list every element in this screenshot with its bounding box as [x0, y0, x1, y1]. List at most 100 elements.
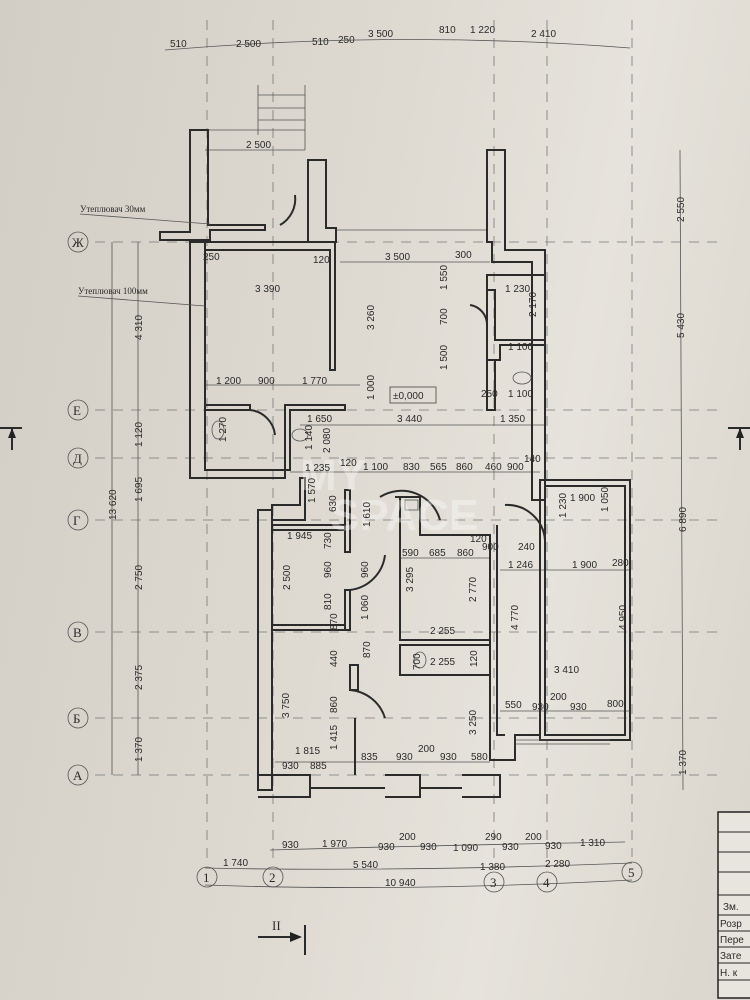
dim-label: 1 230 [505, 284, 530, 295]
dim-label: 6 890 [678, 507, 689, 532]
axis-label: Д [73, 451, 82, 466]
dim-label: 1 100 [508, 342, 533, 353]
dim-label: 440 [329, 650, 340, 667]
dim-label: 250 [203, 252, 220, 263]
title-block-cell: Н. к [720, 968, 738, 979]
dim-label: 1 100 [363, 462, 388, 473]
dim-label: 200 [550, 692, 567, 703]
dim-label: 3 440 [397, 414, 422, 425]
dim-label: 835 [361, 752, 378, 763]
dim-label: 2 500 [282, 565, 293, 590]
dim-label: 565 [430, 462, 447, 473]
watermark-text: SPACE [330, 491, 478, 540]
axis-label: 2 [269, 870, 276, 885]
dim-label: 120 [313, 255, 330, 266]
dim-label: 3 750 [281, 693, 292, 718]
dim-label: 5 540 [353, 860, 378, 871]
dim-label: 140 [524, 454, 541, 465]
dim-label: 1 550 [439, 265, 450, 290]
dim-label: 930 [420, 842, 437, 853]
annotations: Утеплювач 30мм Утеплювач 100мм ±0,000 [77, 204, 437, 404]
dim-label: 3 500 [385, 252, 410, 263]
axis-label: А [73, 768, 83, 783]
dim-label: 1 900 [572, 560, 597, 571]
dim-label: 1 100 [508, 389, 533, 400]
dim-label: 550 [505, 700, 522, 711]
dim-label: 200 [525, 832, 542, 843]
dim-label: 1 415 [329, 725, 340, 750]
dim-label: 2 255 [430, 626, 455, 637]
axis-col-2: 2 [262, 866, 284, 888]
axis-label: 3 [490, 875, 497, 890]
dim-label: 930 [396, 752, 413, 763]
dim-label: 1 945 [287, 531, 312, 542]
sink-icon [291, 428, 309, 442]
dim-label: 580 [471, 752, 488, 763]
dim-label: 200 [399, 832, 416, 843]
dim-label: 3 500 [368, 29, 393, 40]
axis-row-g: Г [67, 509, 89, 531]
axis-col-5: 5 [621, 861, 643, 883]
dim-label: 860 [456, 462, 473, 473]
title-block-cell: Розр [720, 919, 742, 930]
dim-label: 1 000 [366, 375, 377, 400]
dim-label: 730 [323, 532, 334, 549]
axis-label: 4 [543, 875, 550, 890]
dim-label: 830 [403, 462, 420, 473]
axis-col-1: 1 [196, 866, 218, 888]
dim-label: 2 500 [246, 140, 271, 151]
insulation-100-note: Утеплювач 100мм [78, 286, 148, 296]
dim-label: 1 140 [304, 425, 315, 450]
axis-markers: Ж Е Д Г В Б А 1 2 3 4 5 [67, 231, 643, 893]
dimension-lines [111, 39, 684, 888]
dim-label: 280 [612, 558, 629, 569]
dim-label: 900 [482, 542, 499, 553]
dim-label: 2 550 [676, 197, 687, 222]
axis-label: Е [73, 403, 81, 418]
dim-label: 1 740 [223, 858, 248, 869]
dim-label: 860 [329, 696, 340, 713]
axis-label: В [73, 625, 82, 640]
dim-label: 4 770 [510, 605, 521, 630]
axis-label: Б [73, 711, 80, 726]
axis-row-d: Д [67, 447, 89, 469]
dim-label: 2 500 [236, 39, 261, 50]
dim-label: 3 410 [554, 665, 579, 676]
dim-label: 900 [258, 376, 275, 387]
dim-label: 3 390 [255, 284, 280, 295]
dim-label: 630 [328, 495, 339, 512]
dim-label: 1 270 [218, 417, 229, 442]
dim-label: 960 [360, 561, 371, 578]
dim-label: 700 [439, 308, 450, 325]
dim-label: 200 [418, 744, 435, 755]
dim-label: 930 [545, 841, 562, 852]
dim-label: 885 [310, 761, 327, 772]
dim-label: 1 570 [307, 478, 318, 503]
dim-label: 3 295 [405, 567, 416, 592]
dim-label: 1 770 [302, 376, 327, 387]
dim-label: 930 [440, 752, 457, 763]
dim-label: 290 [485, 832, 502, 843]
dim-label: 810 [323, 593, 334, 610]
dim-label: 1 695 [134, 477, 145, 502]
dim-label: 1 246 [508, 560, 533, 571]
dim-label: 1 090 [453, 843, 478, 854]
walls [159, 85, 631, 798]
dim-label: 870 [329, 613, 340, 630]
stove-icon [404, 499, 419, 511]
dim-label: 1 380 [480, 862, 505, 873]
dim-label: 685 [429, 548, 446, 559]
section-label: II [272, 918, 281, 933]
dim-label: 1 610 [362, 502, 373, 527]
dim-label: 1 900 [570, 493, 595, 504]
axis-label: 1 [203, 870, 210, 885]
dim-label: 2 080 [322, 428, 333, 453]
axis-row-a: А [67, 764, 89, 786]
dim-label: 300 [455, 250, 472, 261]
dim-label: 700 [412, 653, 423, 670]
watermark-text: MY [300, 451, 366, 500]
dim-label: 590 [402, 548, 419, 559]
dim-label: 1 370 [134, 737, 145, 762]
dim-label: 2 770 [468, 577, 479, 602]
